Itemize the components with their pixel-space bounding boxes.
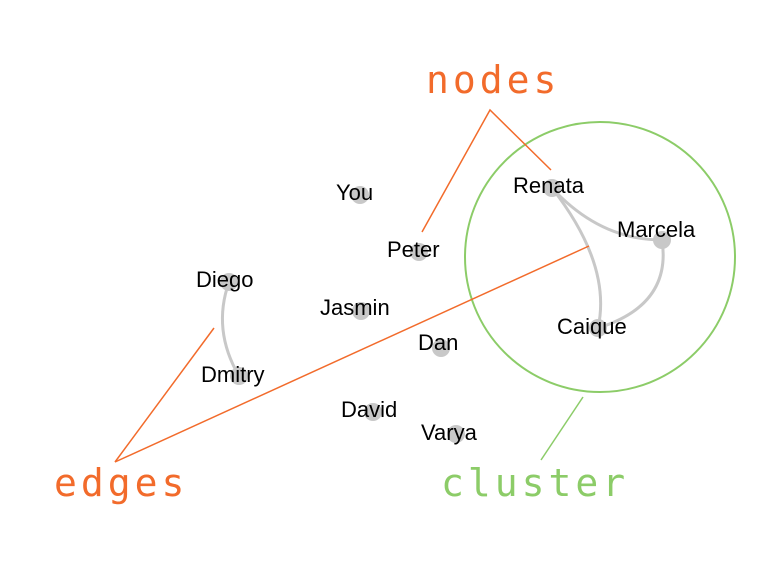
node-varya (447, 425, 465, 443)
node-renata (543, 179, 561, 197)
node-marcela (653, 231, 671, 249)
cluster-circle (464, 121, 736, 393)
edges-pointer-line-diego (114, 327, 215, 463)
callout-edges: edges (54, 461, 189, 505)
node-caique (589, 319, 607, 337)
node-label-renata: Renata (513, 173, 584, 198)
node-label-david: David (341, 397, 398, 422)
edges-pointer-line-cluster (114, 245, 590, 463)
edge-marcela-caique (597, 239, 665, 330)
edge-renata-marcela (550, 186, 663, 242)
node-you (351, 186, 369, 204)
node-dmitry (230, 367, 248, 385)
nodes-pointer-line (421, 108, 552, 233)
node-dan (432, 339, 450, 357)
edge-diego-dmitry (220, 281, 241, 377)
node-label-caique: Caique (557, 314, 627, 339)
node-label-dan: Dan (418, 330, 459, 355)
node-label-dmitry: Dmitry (201, 362, 265, 387)
node-david (364, 403, 382, 421)
node-jasmin (352, 302, 370, 320)
node-label-marcela: Marcela (617, 217, 696, 242)
cluster-pointer-line (540, 396, 584, 461)
node-label-jasmin: Jasmin (320, 295, 390, 320)
node-label-varya: Varya (421, 420, 477, 445)
node-peter (410, 243, 428, 261)
edge-renata-caique (550, 187, 603, 329)
node-diego (220, 273, 238, 291)
node-label-peter: Peter (387, 237, 440, 262)
callout-cluster: cluster (441, 461, 630, 505)
node-label-diego: Diego (196, 267, 254, 292)
callout-nodes: nodes (426, 58, 561, 102)
node-label-you: You (336, 180, 374, 205)
